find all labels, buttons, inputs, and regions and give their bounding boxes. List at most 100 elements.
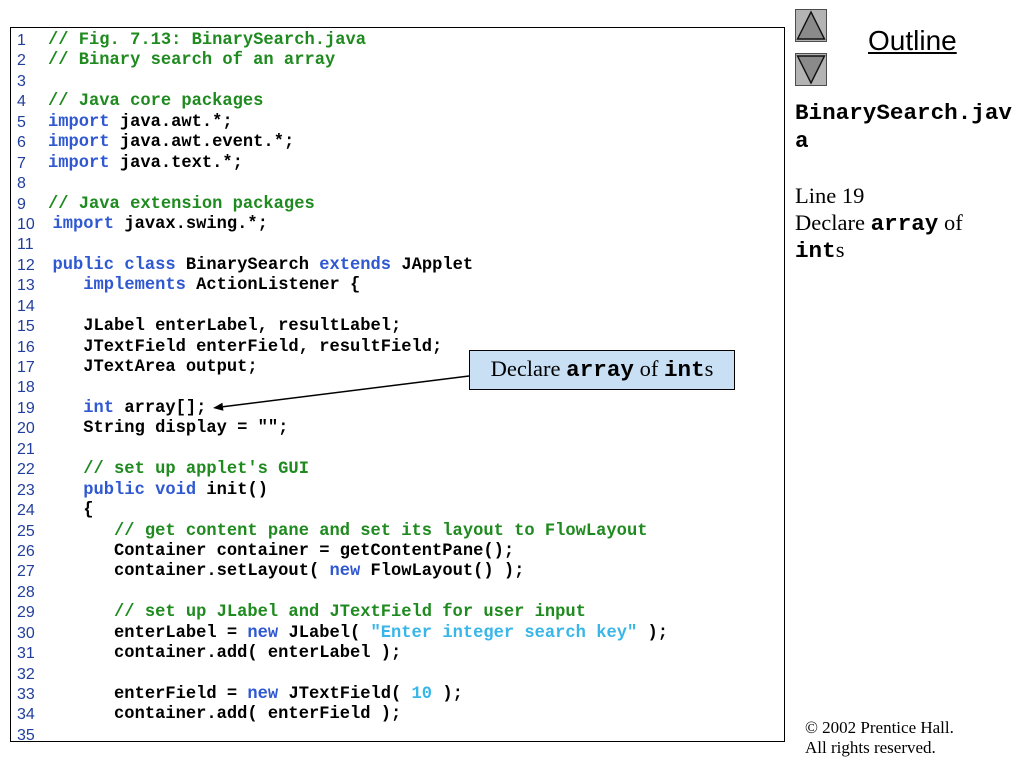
copyright-line-2: All rights reserved. xyxy=(805,738,936,757)
code-line: 31 container.add( enterLabel ); xyxy=(11,644,784,664)
line-number: 17 xyxy=(17,359,35,376)
line-number: 31 xyxy=(17,645,35,663)
code-line: 33 enterField = new JTextField( 10 ); xyxy=(11,685,784,705)
code-string-token: 10 xyxy=(411,685,433,704)
code-line: 19 int array[]; xyxy=(11,399,784,419)
copyright: © 2002 Prentice Hall. All rights reserve… xyxy=(805,718,954,758)
code-line: 18 xyxy=(11,378,784,398)
line-number: 32 xyxy=(17,665,35,683)
code-text: JTextArea output; xyxy=(53,358,257,378)
code-text-token: { xyxy=(52,501,94,521)
code-line: 2// Binary search of an array xyxy=(11,51,784,71)
code-text: container.add( enterField ); xyxy=(52,705,402,725)
callout-code-array: array xyxy=(566,357,634,384)
line-number: 29 xyxy=(17,604,35,622)
sidebar-notes: Line 19 Declare array of ints xyxy=(795,182,1000,263)
code-comment-token: // Java extension packages xyxy=(48,194,315,214)
code-line: 30 enterLabel = new JLabel( "Enter integ… xyxy=(11,624,784,644)
code-text-token: JApplet xyxy=(391,255,474,275)
code-text-token: String display = ""; xyxy=(52,419,289,439)
code-comment-token: // Java core packages xyxy=(48,92,264,112)
code-text-token: javax.swing.*; xyxy=(114,214,268,234)
code-line: 27 container.setLayout( new FlowLayout()… xyxy=(11,562,784,582)
callout-text: Declare array of ints xyxy=(490,356,714,384)
code-text: // Fig. 7.13: BinarySearch.java xyxy=(48,31,366,51)
code-text: // set up JLabel and JTextField for user… xyxy=(53,603,586,623)
callout-suffix: s xyxy=(704,356,714,382)
line-number: 33 xyxy=(17,686,35,703)
code-text-token: java.awt.*; xyxy=(109,112,233,132)
code-line: 8 xyxy=(11,174,784,194)
code-text-token: FlowLayout() ); xyxy=(360,562,525,582)
code-text-token: container.add( enterField ); xyxy=(52,705,402,725)
note-middle: of xyxy=(938,210,963,235)
callout-prefix: Declare xyxy=(490,356,567,382)
code-line: 34 container.add( enterField ); xyxy=(11,705,784,725)
code-text-token: enterField = xyxy=(52,685,248,704)
code-text-token: JLabel enterLabel, resultLabel; xyxy=(52,317,402,337)
code-text-token xyxy=(114,256,124,275)
code-line: 17 JTextArea output; xyxy=(11,358,784,378)
code-text-token xyxy=(53,481,84,500)
code-text-token xyxy=(145,481,155,500)
previous-slide-button[interactable] xyxy=(795,9,827,42)
code-text-token: ); xyxy=(432,685,463,704)
code-text-token: init() xyxy=(196,480,268,500)
line-number: 20 xyxy=(17,420,35,438)
code-text: import java.text.*; xyxy=(48,154,243,174)
sidebar-line-ref: Line 19 xyxy=(795,183,865,208)
line-number: 13 xyxy=(17,277,35,295)
line-number: 18 xyxy=(17,379,35,397)
copyright-line-1: © 2002 Prentice Hall. xyxy=(805,718,954,737)
callout-code-int: int xyxy=(663,357,705,384)
next-slide-button[interactable] xyxy=(795,53,827,86)
code-keyword-token: new xyxy=(247,623,279,643)
code-text: enterField = new JTextField( 10 ); xyxy=(53,685,463,705)
line-number: 25 xyxy=(17,522,35,540)
code-line: 4// Java core packages xyxy=(11,92,784,112)
code-text: import java.awt.*; xyxy=(48,113,233,133)
code-text: import java.awt.event.*; xyxy=(48,133,294,153)
line-number: 30 xyxy=(17,624,35,642)
line-number: 11 xyxy=(17,236,34,254)
line-number: 21 xyxy=(17,440,35,458)
code-line: 1// Fig. 7.13: BinarySearch.java xyxy=(11,31,784,51)
code-line: 11 xyxy=(11,235,784,255)
code-keyword-token: import xyxy=(48,133,110,153)
code-text-token: ); xyxy=(637,623,669,643)
code-line: 6 import java.awt.event.*; xyxy=(11,133,784,153)
code-line: 24 { xyxy=(11,501,784,521)
code-line: 15 JLabel enterLabel, resultLabel; xyxy=(11,317,784,337)
line-number: 8 xyxy=(17,175,26,193)
code-comment-token: // Fig. 7.13: BinarySearch.java xyxy=(48,31,366,50)
code-text: JTextField enterField, resultField; xyxy=(52,337,443,358)
code-text: // set up applet's GUI xyxy=(53,460,309,480)
code-text-token: JTextField enterField, resultField; xyxy=(52,337,443,357)
line-number: 22 xyxy=(17,461,35,479)
code-text: import javax.swing.*; xyxy=(53,215,268,235)
code-keyword-token: int xyxy=(83,398,115,418)
code-comment-token: // set up JLabel and JTextField for user… xyxy=(52,603,586,623)
outline-title: Outline xyxy=(868,25,957,56)
note-code-array: array xyxy=(870,211,939,237)
code-text-token: ActionListener { xyxy=(185,276,361,296)
code-keyword-token: import xyxy=(52,214,115,234)
code-line: 29 // set up JLabel and JTextField for u… xyxy=(11,603,784,623)
code-text: // Java extension packages xyxy=(48,195,315,215)
triangle-up-icon xyxy=(795,9,827,42)
code-comment-token: // set up applet's GUI xyxy=(52,460,309,480)
line-number: 12 xyxy=(17,256,35,274)
line-number: 19 xyxy=(17,399,35,417)
line-number: 6 xyxy=(17,134,26,152)
code-line: 26 Container container = getContentPane(… xyxy=(11,542,784,562)
code-text: String display = ""; xyxy=(52,419,289,439)
code-line: 13 implements ActionListener { xyxy=(11,276,784,296)
note-prefix: Declare xyxy=(795,210,871,235)
code-line: 21 xyxy=(11,440,784,460)
line-number: 28 xyxy=(17,583,35,601)
code-string-token: "Enter integer search key" xyxy=(370,623,638,643)
code-line: 9// Java extension packages xyxy=(11,195,784,215)
code-text-token: JTextField( xyxy=(278,685,412,704)
